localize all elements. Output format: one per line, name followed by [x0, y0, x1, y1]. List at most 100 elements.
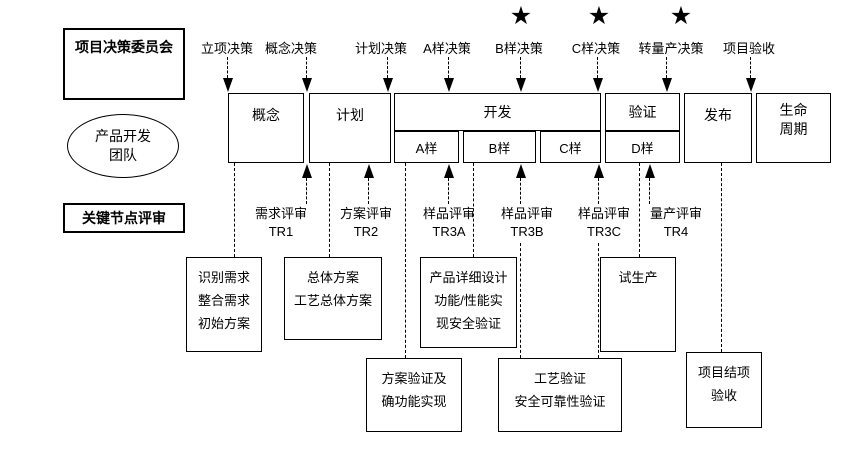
review-label-tr3b: 样品评审 TR3B [467, 205, 587, 241]
activity-line: 试生产 [618, 270, 658, 285]
activity-line: 项目结项 [697, 365, 750, 380]
arrow-down-icon [444, 78, 454, 92]
phase-box-lifecycle: 生命 周期 [756, 93, 831, 163]
activity-line: 初始方案 [197, 316, 250, 331]
activity-box-project-closure: 项目结项 验收 [686, 352, 762, 428]
review-name: 样品评审 [422, 206, 475, 221]
review-label-tr4: 量产评审 TR4 [616, 205, 736, 241]
phase-box-release: 发布 [684, 93, 752, 163]
decision-label-zhuanliangchan: 转量产决策 [638, 41, 704, 56]
phase-label-concept: 概念 [252, 107, 280, 123]
review-code: TR4 [663, 224, 689, 239]
activity-box-process-verification: 工艺验证 安全可靠性验证 [498, 358, 622, 432]
decision-committee-label: 项目决策委员会 [75, 39, 173, 55]
activity-box-detailed-design: 产品详细设计 功能/性能实 现安全验证 [420, 257, 517, 348]
phase-box-verify: 验证 [605, 93, 680, 131]
review-connector [306, 178, 307, 204]
activity-line: 功能/性能实 [434, 293, 503, 308]
phase-label-sample-b: B样 [488, 140, 511, 156]
review-connector [520, 178, 521, 204]
phase-label-plan: 计划 [336, 107, 364, 123]
review-code: TR3C [587, 224, 621, 239]
decision-connector [448, 57, 449, 78]
review-name: 量产评审 [649, 206, 702, 221]
review-name: 样品评审 [577, 206, 630, 221]
arrow-up-icon [516, 164, 526, 178]
connector-develop-activity [473, 163, 474, 257]
activity-line: 识别需求 [197, 270, 250, 285]
activity-box-overall-scheme: 总体方案 工艺总体方案 [284, 257, 382, 340]
decision-label-jihua: 计划决策 [354, 41, 407, 56]
connector-sample-c-activity [598, 243, 599, 358]
activity-line: 安全可靠性验证 [514, 394, 606, 409]
arrow-up-icon [594, 164, 604, 178]
arrow-up-icon [444, 164, 454, 178]
decision-label-a-sample: A样决策 [423, 41, 471, 56]
activity-line: 验收 [710, 388, 737, 403]
connector-sample-d-activity [639, 163, 640, 257]
phase-label-release: 发布 [704, 107, 732, 123]
phase-label-develop: 开发 [483, 104, 512, 120]
key-node-review-box: 关键节点评审 [63, 203, 185, 233]
decision-connector [597, 57, 598, 78]
phase-label-lifecycle-line2: 周期 [779, 121, 808, 137]
phase-box-sample-a: A样 [394, 131, 459, 163]
review-code: TR3B [510, 224, 544, 239]
arrow-down-icon [516, 78, 526, 92]
decision-label-gainian: 概念决策 [264, 41, 317, 56]
review-name: 方案评审 [339, 206, 392, 221]
phase-box-sample-d: D样 [605, 131, 680, 163]
review-label-tr3c: 样品评审 TR3C [544, 205, 664, 241]
decision-connector [666, 57, 667, 78]
arrow-down-icon [223, 78, 233, 92]
activity-line: 方案验证及 [381, 371, 447, 386]
product-dev-team-ellipse: 产品开发 团队 [67, 114, 179, 178]
review-name: 样品评审 [500, 206, 553, 221]
phase-box-sample-b: B样 [463, 131, 536, 163]
connector-concept-activity [234, 163, 235, 257]
milestone-star-icon: ★ [587, 2, 611, 30]
decision-label-lixiang: 立项决策 [200, 41, 253, 56]
phase-label-lifecycle-line1: 生命 [779, 102, 808, 118]
phase-label-sample-d: D样 [631, 140, 654, 156]
review-code: TR1 [268, 224, 294, 239]
activity-box-trial-production: 试生产 [600, 257, 676, 352]
review-connector [649, 178, 650, 204]
connector-plan-activity [329, 163, 330, 257]
decision-label-c-sample: C样决策 [571, 41, 621, 56]
connector-sample-b-activity [520, 243, 521, 358]
activity-line: 整合需求 [197, 293, 250, 308]
phase-label-verify: 验证 [628, 104, 657, 120]
activity-box-scheme-verification: 方案验证及 确功能实现 [366, 358, 462, 432]
review-code: TR2 [353, 224, 379, 239]
phase-box-sample-c: C样 [540, 131, 601, 163]
arrow-down-icon [383, 78, 393, 92]
arrow-up-icon [645, 164, 655, 178]
arrow-down-icon [302, 78, 312, 92]
review-connector [368, 178, 369, 204]
decision-label-xiangmu-yanshou: 项目验收 [722, 41, 775, 56]
arrow-down-icon [593, 78, 603, 92]
review-connector [598, 178, 599, 204]
review-connector [448, 178, 449, 204]
team-label-line1: 产品开发 [95, 128, 151, 144]
decision-label-b-sample: B样决策 [495, 41, 543, 56]
activity-box-requirements: 识别需求 整合需求 初始方案 [186, 257, 262, 352]
arrow-up-icon [364, 164, 374, 178]
arrow-down-icon [662, 78, 672, 92]
phase-label-sample-c: C样 [559, 140, 582, 156]
decision-connector [306, 57, 307, 78]
activity-line: 产品详细设计 [429, 270, 508, 285]
activity-line: 总体方案 [306, 270, 359, 285]
team-label-line2: 团队 [109, 147, 137, 163]
review-label-tr2: 方案评审 TR2 [306, 205, 426, 241]
key-node-review-label: 关键节点评审 [82, 210, 166, 226]
activity-line: 确功能实现 [381, 394, 447, 409]
review-code: TR3A [432, 224, 466, 239]
decision-connector [387, 57, 388, 78]
activity-line: 现安全验证 [435, 316, 501, 331]
connector-sample-a-activity [405, 163, 406, 358]
decision-connector [227, 57, 228, 78]
decision-connector [750, 57, 751, 78]
